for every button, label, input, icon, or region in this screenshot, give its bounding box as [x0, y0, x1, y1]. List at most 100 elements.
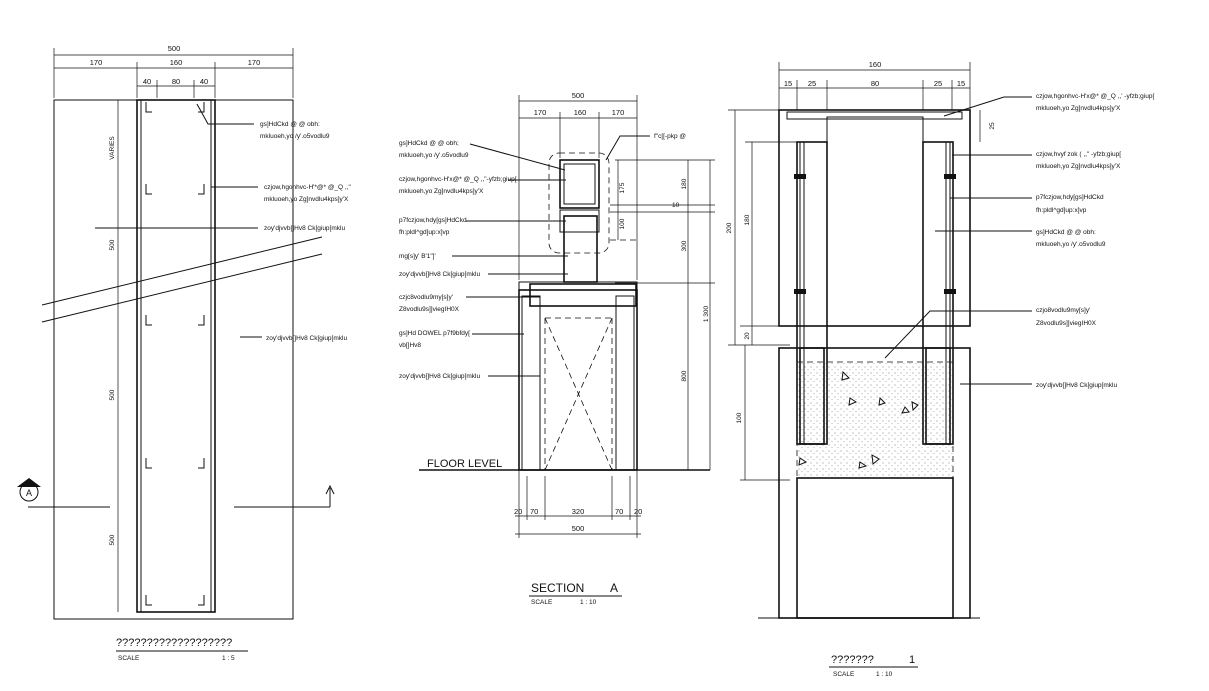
detail-dim-25b: 25	[934, 79, 942, 88]
plan-label-3: czjow,hgonhvc-H'*@* @_Q ,,"	[264, 184, 352, 191]
section-marker-a: A	[17, 478, 335, 508]
section-label-11: gs]Hd DOWEL p7f9bfdy[	[399, 330, 470, 337]
section-bottom-20a: 20	[514, 507, 522, 516]
plan-label-5: zoy'djvvb[]Hv8 Ck[giup[mklu	[264, 225, 345, 232]
section-label-3: czjow,hgonhvc-H'x@* @_Q ,,"-yfzb;giup[	[399, 176, 517, 183]
section-label-6: fh:pldl^gd]up:x]vp	[399, 229, 450, 236]
section-bottom-20b: 20	[634, 507, 642, 516]
section-neck	[563, 215, 598, 283]
detail-label-8: mkluoeh,yo /y'.o5vodlu9	[1036, 241, 1106, 248]
detail-dim-100: 100	[736, 412, 743, 423]
plan-dim-500-b: 500	[109, 389, 116, 400]
section-bottom-70a: 70	[530, 507, 538, 516]
section-marker-letter: A	[26, 488, 32, 498]
detail-label-3: czjow,hvyf zok ( ,," -yfzb;giup[	[1036, 151, 1121, 158]
plan-dim-b: 80	[172, 77, 180, 86]
section-dim-mid: 160	[574, 108, 587, 117]
detail-screws	[794, 174, 956, 294]
section-top-cap	[559, 159, 600, 209]
detail-scale-label: SCALE	[833, 671, 855, 678]
detail-annotations: czjow,hgonhvc-H'x@* @_Q ,,' -yfzb;giup[ …	[884, 93, 1154, 389]
section-dimensions-right: 175 180 100 300 1 300 800 10	[610, 159, 715, 470]
section-scale-value: 1 : 10	[580, 599, 597, 606]
section-dim-175: 175	[619, 182, 626, 193]
detail-title-mark: 1	[909, 654, 915, 666]
section-title-mark: A	[610, 581, 618, 595]
section-title: SECTION	[531, 581, 584, 595]
detail-dimensions-top: 160 15 25 80 25 15	[778, 60, 971, 110]
detail-title: ???????	[831, 654, 874, 666]
plan-label-6: zoy'djvvb[]Hv8 Ck[giup[mklu	[266, 335, 347, 342]
detail-label-1: czjow,hgonhvc-H'x@* @_Q ,,' -yfzb;giup[	[1036, 93, 1154, 100]
detail-label-9: czjo8vodlu9my[s]y'	[1036, 307, 1090, 314]
section-bottom-320: 320	[572, 507, 585, 516]
detail-dim-15a: 15	[784, 79, 792, 88]
detail-dim-15b: 15	[957, 79, 965, 88]
plan-dim-500-c: 500	[109, 534, 116, 545]
section-label-5: p7fczjow,hdy[gs]HdCkd	[399, 217, 467, 224]
detail-aggregate	[798, 370, 919, 469]
section-bottom-70b: 70	[615, 507, 623, 516]
section-a-view: 500 170 160 170 FLOOR LEVEL	[399, 91, 715, 606]
section-label-1: gs]HdCkd @ @ obh;	[399, 140, 459, 147]
section-annotations: gs]HdCkd @ @ obh; mkluoeh,yo /y'.o5vodlu…	[399, 133, 686, 380]
section-label-13: zoy'djvvb[]Hv8 Ck[giup[mklu	[399, 373, 480, 380]
section-dim-800: 800	[681, 370, 688, 381]
detail-scale-value: 1 : 10	[876, 671, 893, 678]
section-dimensions-top: 500 170 160 170	[518, 91, 638, 280]
section-dim-left: 170	[534, 108, 547, 117]
plan-label-1: gs]HdCkd @ @ obh:	[260, 121, 320, 128]
plan-channel	[136, 99, 216, 613]
plan-scale-label: SCALE	[118, 655, 140, 662]
plan-dim-mid: 160	[170, 58, 183, 67]
section-label-top-right: f"c[[-pkp @	[654, 133, 686, 140]
section-dim-300: 300	[681, 240, 688, 251]
detail-dim-80: 80	[871, 79, 879, 88]
section-detail-cloud	[548, 152, 610, 254]
section-label-8: zoy'djvvb[]Hv8 Ck[giup[mklu	[399, 271, 480, 278]
section-dimensions-bottom: 20 70 320 70 20 500	[514, 470, 642, 538]
section-base-cap	[529, 283, 637, 307]
detail-label-2: mkluoeh,yo Zg]nvdlu4kps]y'X	[1036, 105, 1121, 112]
section-scale-label: SCALE	[531, 599, 553, 606]
section-label-12: vb[]Hv8	[399, 342, 421, 349]
detail-dim-25a: 25	[808, 79, 816, 88]
section-dim-1300: 1 300	[703, 305, 710, 322]
detail-dimensions-left: 200 180 20 100	[726, 109, 800, 481]
plan-dim-500-a: 500	[109, 239, 116, 250]
plan-dim-varies: VARIES	[109, 136, 116, 160]
floor-level-label: FLOOR LEVEL	[427, 458, 502, 470]
detail-hatched-foundation	[796, 477, 954, 619]
detail-dim-total: 160	[869, 60, 882, 69]
section-label-9: czjc8vodlu9my[s]y'	[399, 294, 453, 301]
plan-scale-value: 1 : 5	[222, 655, 235, 662]
detail-label-6: fh:pldl^gd]up:x]vp	[1036, 207, 1087, 214]
section-pedestal	[518, 289, 638, 471]
section-dim-10: 10	[672, 202, 680, 209]
section-dim-right: 170	[612, 108, 625, 117]
detail-dim-180: 180	[744, 214, 751, 225]
section-label-7: mg[s]y' B'1"]'	[399, 253, 436, 260]
detail-label-10: Z8vodlu9s]]viegIH0X	[1036, 320, 1097, 327]
plan-label-4: mkluoeh,yo Zg]nvdlu4kps]y'X	[264, 196, 349, 203]
detail-label-11: zoy'djvvb[]Hv8 Ck[giup[mklu	[1036, 382, 1117, 389]
detail-label-5: p7fczjow,hdy[gs]HdCkd	[1036, 194, 1104, 201]
plan-label-2: mkluoeh,yo /y'.o5vodlu9	[260, 133, 330, 140]
section-label-2: mkluoeh,yo /y'.o5vodlu9	[399, 152, 469, 159]
section-label-4: mkluoeh,yo Zg]nvdlu4kps]y'X	[399, 188, 484, 195]
plan-dim-c: 40	[200, 77, 208, 86]
plan-dim-total: 500	[168, 44, 181, 53]
section-label-10: Z8vodlu9s]]viegIH0X	[399, 306, 460, 313]
plan-title: ???????????????????	[116, 637, 232, 649]
plan-dimensions-top: 500 170 160 170 40 80 40	[53, 44, 294, 98]
section-dim-total: 500	[572, 91, 585, 100]
plan-outer-panel	[53, 99, 294, 620]
plan-dim-a: 40	[143, 77, 151, 86]
section-dim-100: 100	[619, 218, 626, 229]
plan-break-line	[41, 236, 323, 323]
section-dim-180: 180	[681, 178, 688, 189]
detail-1-view: 160 15 25 80 25 15	[726, 60, 1154, 678]
plan-brackets	[145, 102, 205, 606]
detail-label-7: gs]HdCkd @ @ obh:	[1036, 229, 1096, 236]
